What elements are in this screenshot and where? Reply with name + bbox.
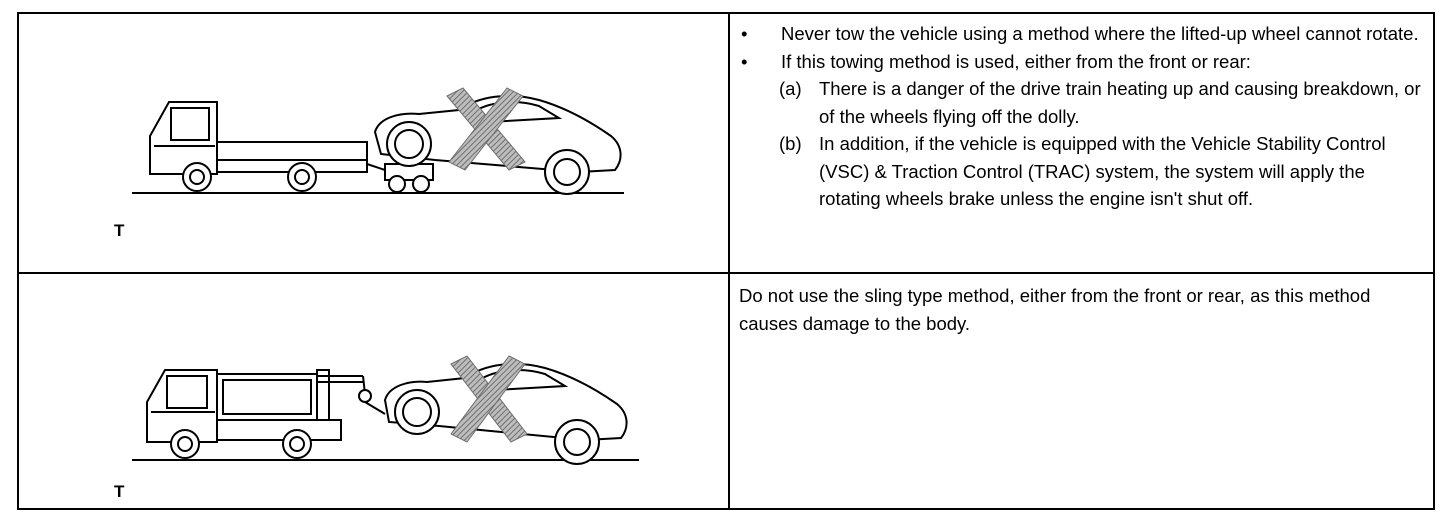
sub-item-label: (a) [779,78,802,99]
bullet-marker: • [741,23,748,44]
illustration-code: T [114,221,125,240]
caution-paragraph: Do not use the sling type method, either… [739,285,1371,334]
bullet-item: • Never tow the vehicle using a method w… [739,20,1429,48]
sub-item-text: In addition, if the vehicle is equipped … [819,133,1386,209]
bullet-marker: • [741,50,748,72]
column-divider [728,14,730,508]
prohibited-cross-mark [450,355,528,443]
bullet-text: Never tow the vehicle using a method whe… [781,23,1419,44]
tow-truck [149,101,392,192]
sub-item: (a) There is a danger of the drive train… [739,75,1429,130]
illustration-sling-tow: T [19,274,728,510]
towing-caution-table: T • Never tow the vehicle using a method… [17,12,1435,510]
sub-item-text: There is a danger of the drive train hea… [819,78,1421,127]
sling-tow-drawing [132,355,639,465]
tow-dolly [384,163,434,193]
dolly-tow-caution-text: • Never tow the vehicle using a method w… [739,20,1429,213]
bullet-text: If this towing method is used, either fr… [781,50,1251,72]
dolly-tow-drawing [132,87,624,195]
sling-tow-caution-text: Do not use the sling type method, either… [739,282,1429,337]
illustration-dolly-tow: T [19,14,728,272]
prohibited-cross-mark [446,87,526,171]
illustration-code: T [114,482,125,501]
bullet-item: • If this towing method is used, either … [739,48,1429,76]
sub-item-label: (b) [779,133,802,154]
row-divider [19,272,1433,274]
sub-item: (b) In addition, if the vehicle is equip… [739,130,1429,213]
sling-tow-truck [146,369,386,459]
towed-car [383,362,628,465]
